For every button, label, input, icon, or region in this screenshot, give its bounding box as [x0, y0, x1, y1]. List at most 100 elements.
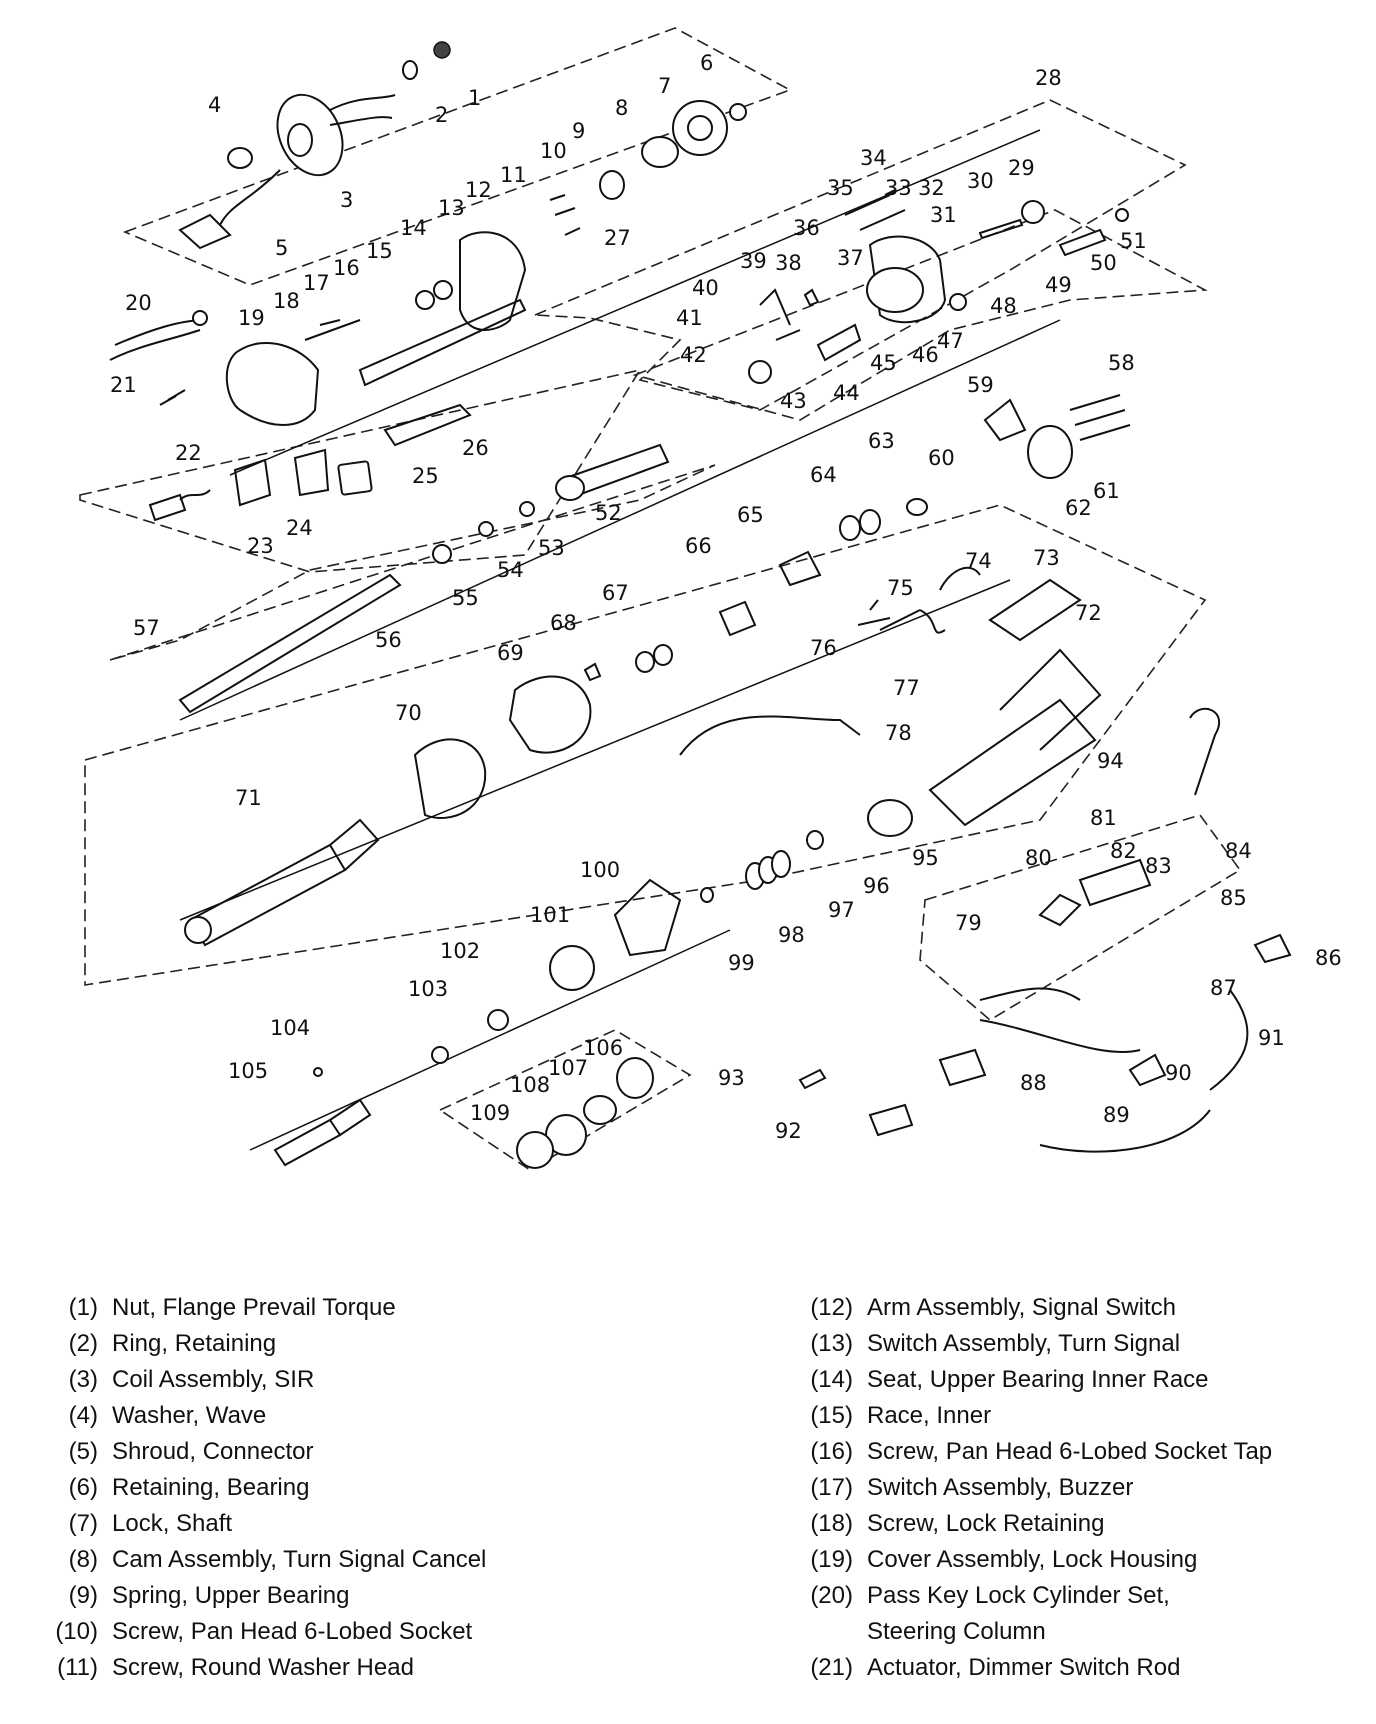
callout-61: 61	[1093, 479, 1120, 503]
legend-item: (8)Cam Assembly, Turn Signal Cancel	[20, 1542, 740, 1578]
legend-number: (5)	[68, 1438, 98, 1465]
legend-number: (3)	[68, 1366, 98, 1393]
callout-28: 28	[1035, 66, 1062, 90]
legend-description: Spring, Upper Bearing	[112, 1582, 350, 1609]
callout-104: 104	[270, 1016, 310, 1040]
callout-109: 109	[470, 1101, 510, 1125]
legend-description: Shroud, Connector	[112, 1438, 314, 1465]
callout-79: 79	[955, 911, 982, 935]
callout-4: 4	[208, 93, 221, 117]
callout-84: 84	[1225, 839, 1252, 863]
legend-description: Coil Assembly, SIR	[112, 1366, 315, 1393]
callout-17: 17	[303, 271, 330, 295]
legend-item: (20)Pass Key Lock Cylinder Set, Steering…	[775, 1578, 1365, 1650]
callout-6: 6	[700, 51, 713, 75]
callout-38: 38	[775, 251, 802, 275]
callout-66: 66	[685, 534, 712, 558]
legend-item: (12)Arm Assembly, Signal Switch	[775, 1290, 1365, 1326]
legend-item: (3) Coil Assembly, SIR	[20, 1362, 740, 1398]
assembly-axis-lines	[179, 129, 1061, 1151]
legend-number: (20)	[810, 1582, 853, 1609]
callout-97: 97	[828, 898, 855, 922]
legend-description: Ring, Retaining	[112, 1330, 277, 1357]
callout-24: 24	[286, 516, 313, 540]
legend-item: (1)Nut, Flange Prevail Torque	[20, 1290, 740, 1326]
parts-artwork	[109, 41, 1292, 1169]
callout-56: 56	[375, 628, 402, 652]
callout-101: 101	[530, 903, 570, 927]
legend-number: (10)	[55, 1618, 98, 1645]
callout-93: 93	[718, 1066, 745, 1090]
legend-number: (4)	[68, 1402, 98, 1429]
callout-36: 36	[793, 216, 820, 240]
legend-number: (19)	[810, 1546, 853, 1573]
callout-22: 22	[175, 441, 202, 465]
callout-65: 65	[737, 503, 764, 527]
callout-29: 29	[1008, 156, 1035, 180]
callout-71: 71	[235, 786, 262, 810]
callout-5: 5	[275, 236, 288, 260]
legend-item: (2)Ring, Retaining	[20, 1326, 740, 1362]
legend-description: Cover Assembly, Lock Housing	[867, 1546, 1198, 1573]
legend-item: (9) Spring, Upper Bearing	[20, 1578, 740, 1614]
callout-91: 91	[1258, 1026, 1285, 1050]
legend-number: (11)	[57, 1654, 98, 1681]
legend-number: (6)	[68, 1474, 98, 1501]
callout-98: 98	[778, 923, 805, 947]
callout-23: 23	[247, 534, 274, 558]
legend-item: (11)Screw, Round Washer Head	[20, 1650, 740, 1686]
callout-105: 105	[228, 1059, 268, 1083]
callout-81: 81	[1090, 806, 1117, 830]
callout-33: 33	[885, 176, 912, 200]
callout-88: 88	[1020, 1071, 1047, 1095]
callout-12: 12	[465, 178, 492, 202]
callout-73: 73	[1033, 546, 1060, 570]
callout-103: 103	[408, 977, 448, 1001]
callout-82: 82	[1110, 839, 1137, 863]
legend-number: (16)	[810, 1438, 853, 1465]
callout-44: 44	[833, 381, 860, 405]
legend-description: Screw, Pan Head 6-Lobed Socket Tap	[867, 1438, 1273, 1465]
legend-description: Arm Assembly, Signal Switch	[867, 1294, 1176, 1321]
legend-number: (17)	[810, 1474, 853, 1501]
callout-90: 90	[1165, 1061, 1192, 1085]
callout-108: 108	[510, 1073, 550, 1097]
legend-description: Screw, Pan Head 6-Lobed Socket	[112, 1618, 473, 1645]
legend-item: (18)Screw, Lock Retaining	[775, 1506, 1365, 1542]
callout-8: 8	[615, 96, 628, 120]
callout-57: 57	[133, 616, 160, 640]
legend-item: (14)Seat, Upper Bearing Inner Race	[775, 1362, 1365, 1398]
callout-67: 67	[602, 581, 629, 605]
callout-34: 34	[860, 146, 887, 170]
callout-100: 100	[580, 858, 620, 882]
callout-41: 41	[676, 306, 703, 330]
callout-20: 20	[125, 291, 152, 315]
legend-item: (5) Shroud, Connector	[20, 1434, 740, 1470]
legend-column-right: (12)Arm Assembly, Signal Switch (13)Swit…	[775, 1290, 1365, 1686]
callout-55: 55	[452, 586, 479, 610]
callout-76: 76	[810, 636, 837, 660]
callout-60: 60	[928, 446, 955, 470]
callout-10: 10	[540, 139, 567, 163]
callout-89: 89	[1103, 1103, 1130, 1127]
legend-number: (15)	[810, 1402, 853, 1429]
legend-number: (21)	[810, 1654, 853, 1681]
callout-13: 13	[438, 196, 465, 220]
legend-number: (18)	[810, 1510, 853, 1537]
callout-95: 95	[912, 846, 939, 870]
callout-labels: 1 2 3 4 5 6 7 8 9 10 11 12 13 14 15 16 1…	[110, 51, 1342, 1143]
callout-78: 78	[885, 721, 912, 745]
callout-68: 68	[550, 611, 577, 635]
callout-15: 15	[366, 239, 393, 263]
callout-30: 30	[967, 169, 994, 193]
callout-26: 26	[462, 436, 489, 460]
callout-51: 51	[1120, 229, 1147, 253]
callout-18: 18	[273, 289, 300, 313]
callout-99: 99	[728, 951, 755, 975]
legend-number: (9)	[68, 1582, 98, 1609]
callout-31: 31	[930, 203, 957, 227]
callout-87: 87	[1210, 976, 1237, 1000]
legend-description: Cam Assembly, Turn Signal Cancel	[112, 1546, 487, 1573]
callout-54: 54	[497, 558, 524, 582]
legend-item: (19) Cover Assembly, Lock Housing	[775, 1542, 1365, 1578]
